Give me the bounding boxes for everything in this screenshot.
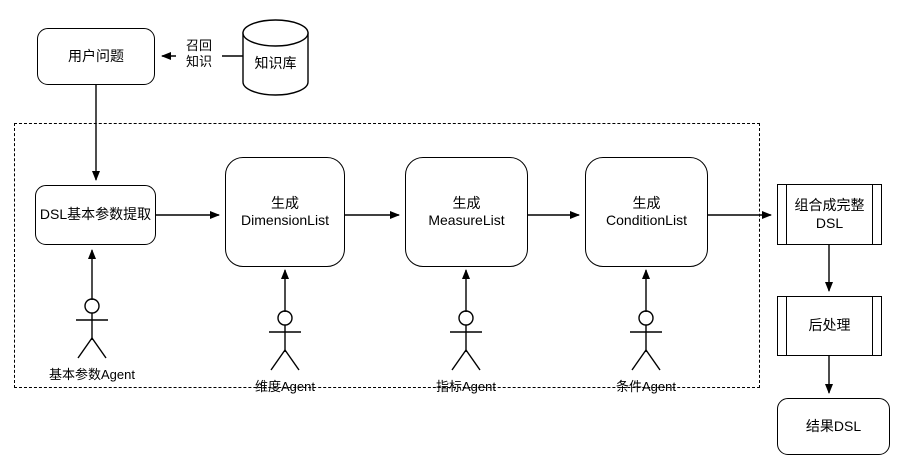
- node-gen-condition-list-label: 生成 ConditionList: [606, 194, 687, 229]
- node-post-process-label: 后处理: [808, 317, 851, 334]
- actor-label-1: 基本参数Agent: [49, 367, 135, 382]
- node-compose-full-dsl[interactable]: 组合成完整 DSL: [777, 184, 882, 245]
- node-gen-measure-list-label: 生成 MeasureList: [428, 194, 505, 229]
- node-gen-measure-list[interactable]: 生成 MeasureList: [405, 157, 528, 267]
- node-user-question-label: 用户问题: [68, 47, 124, 64]
- node-dsl-param-extract[interactable]: DSL基本参数提取: [35, 185, 156, 245]
- node-gen-condition-list[interactable]: 生成 ConditionList: [585, 157, 708, 267]
- proc-bar-right: [872, 185, 873, 244]
- actor-label-4: 条件Agent: [616, 379, 676, 394]
- node-gen-dimension-list-label: 生成 DimensionList: [241, 194, 329, 229]
- agent-pipeline-boundary: [14, 123, 760, 388]
- node-result-dsl[interactable]: 结果DSL: [777, 398, 890, 455]
- node-user-question[interactable]: 用户问题: [37, 28, 155, 85]
- proc-bar-right: [872, 297, 873, 355]
- node-compose-full-dsl-label: 组合成完整 DSL: [794, 197, 865, 231]
- node-dsl-param-extract-label: DSL基本参数提取: [39, 206, 152, 223]
- proc-bar-left: [786, 297, 787, 355]
- edge-label-recall-knowledge: 召回 知识: [176, 38, 222, 70]
- actor-label-2: 维度Agent: [255, 379, 315, 394]
- actor-label-3: 指标Agent: [436, 379, 496, 394]
- node-knowledge-base-label: 知识库: [254, 55, 297, 71]
- proc-bar-left: [786, 185, 787, 244]
- node-result-dsl-label: 结果DSL: [805, 417, 862, 434]
- node-gen-dimension-list[interactable]: 生成 DimensionList: [225, 157, 345, 267]
- node-post-process[interactable]: 后处理: [777, 296, 882, 356]
